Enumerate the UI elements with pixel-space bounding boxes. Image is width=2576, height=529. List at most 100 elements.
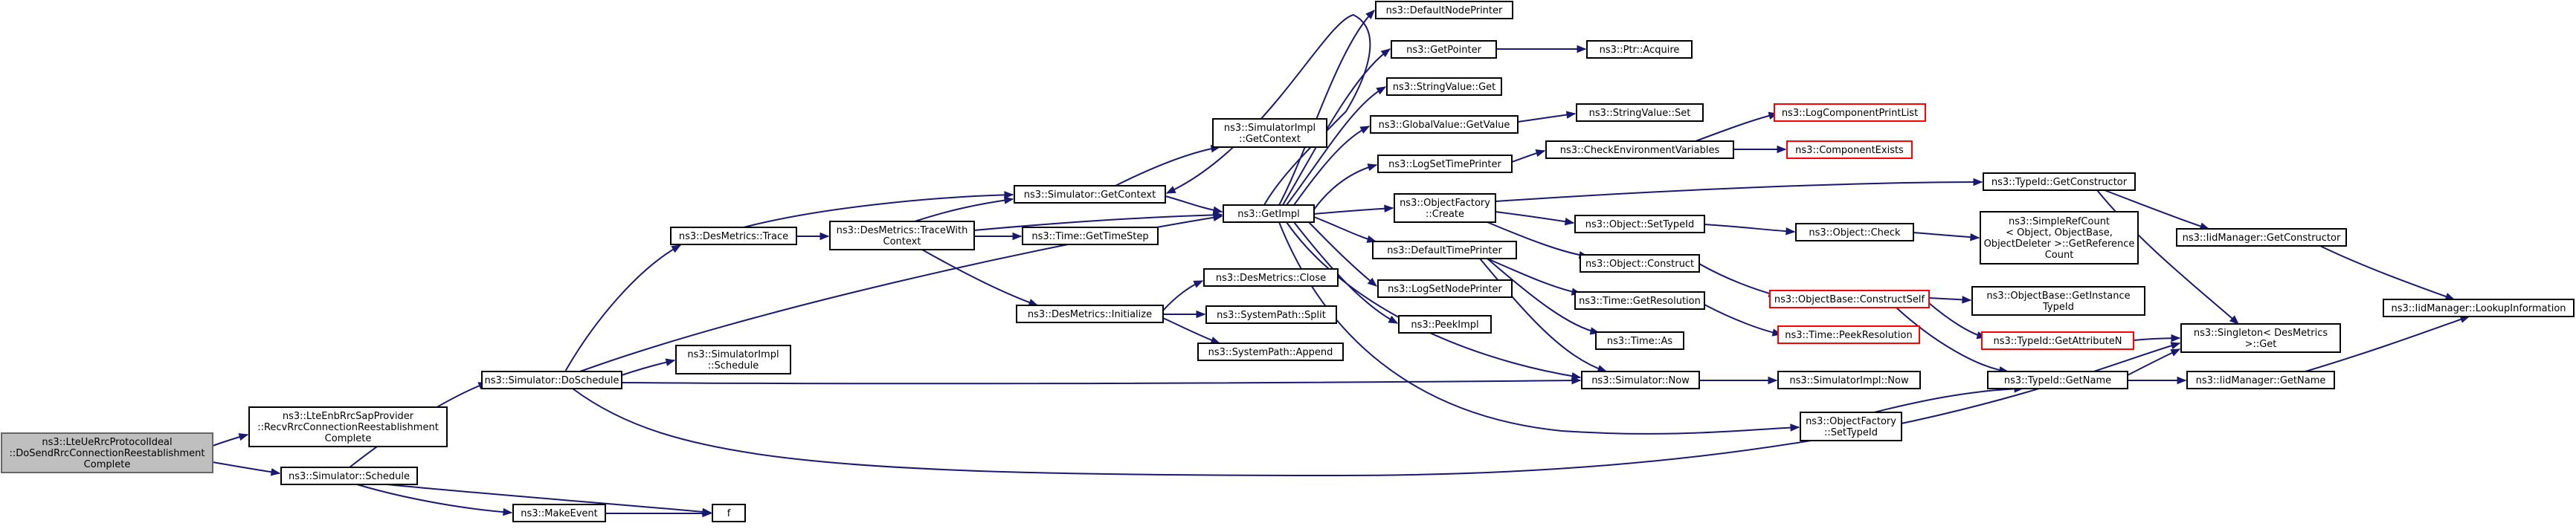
node-log-component-printlist[interactable]: ns3::LogComponentPrintList xyxy=(1774,103,1926,122)
edge-line xyxy=(1704,224,1795,233)
edge-sim_doschedule-to-simimpl_schedule xyxy=(621,358,676,376)
node-label: ns3::Simulator::Now xyxy=(1591,375,1690,386)
node-stringvalue-set[interactable]: ns3::StringValue::Set xyxy=(1576,103,1704,122)
node-objfactory-settypeid[interactable]: ns3::ObjectFactory::SetTypeId xyxy=(1800,412,1902,441)
edge-arrowhead xyxy=(1212,206,1223,214)
node-simimpl-schedule[interactable]: ns3::SimulatorImpl::Schedule xyxy=(675,345,791,374)
node-time-gettimestep[interactable]: ns3::Time::GetTimeStep xyxy=(1022,227,1159,245)
node-default-node-printer[interactable]: ns3::DefaultNodePrinter xyxy=(1375,1,1513,19)
node-syspath-split[interactable]: ns3::SystemPath::Split xyxy=(1205,305,1337,324)
node-time-getresolution[interactable]: ns3::Time::GetResolution xyxy=(1574,291,1705,310)
edge-getimpl-to-sim_getcontext xyxy=(1165,13,1371,206)
edge-line xyxy=(1695,113,1778,142)
node-objectbase-constructself[interactable]: ns3::ObjectBase::ConstructSelf xyxy=(1769,290,1930,308)
edge-line xyxy=(2319,245,2455,300)
node-typeid-getattributen[interactable]: ns3::TypeId::GetAttributeN xyxy=(1981,331,2134,350)
node-peekimpl[interactable]: ns3::PeekImpl xyxy=(1398,315,1492,334)
node-simplerefcount[interactable]: ns3::SimpleRefCount< Object, ObjectBase,… xyxy=(1980,211,2139,264)
node-stringvalue-get[interactable]: ns3::StringValue::Get xyxy=(1386,77,1502,96)
node-sim-now[interactable]: ns3::Simulator::Now xyxy=(1581,371,1700,389)
node-box xyxy=(1987,371,2128,389)
node-globalvalue-getvalue[interactable]: ns3::GlobalValue::GetValue xyxy=(1370,115,1519,134)
node-box xyxy=(1212,118,1327,148)
node-des-trace[interactable]: ns3::DesMetrics::Trace xyxy=(670,227,797,245)
edge-getimpl-to-default_time_printer xyxy=(1313,216,1377,243)
node-iidmanager-getname[interactable]: ns3::IidManager::GetName xyxy=(2186,371,2335,389)
edge-line xyxy=(921,249,1038,306)
node-check-env[interactable]: ns3::CheckEnvironmentVariables xyxy=(1545,140,1734,159)
node-default-time-printer[interactable]: ns3::DefaultTimePrinter xyxy=(1372,241,1517,259)
node-box xyxy=(829,221,975,250)
node-recv-rrc[interactable]: ns3::LteEnbRrcSapProvider::RecvRrcConnec… xyxy=(248,406,448,447)
edge-des_tracewith-to-sim_getcontext xyxy=(914,196,1014,222)
edge-getimpl-to-stringvalue_get xyxy=(1286,86,1387,206)
edge-line xyxy=(1896,307,2009,372)
edge-getimpl-to-log_settimeprinter xyxy=(1313,163,1378,210)
edge-getimpl-to-objfactory_create xyxy=(1313,204,1394,215)
node-objfactory-create[interactable]: ns3::ObjectFactory::Create xyxy=(1394,193,1496,223)
edge-arrowhead xyxy=(1577,45,1587,53)
edge-line xyxy=(1165,195,1223,212)
edge-line xyxy=(1873,388,2023,413)
node-object-check[interactable]: ns3::Object::Check xyxy=(1795,223,1914,241)
edge-line xyxy=(1166,13,1371,206)
node-label: ns3::Singleton< DesMetrics xyxy=(2194,328,2328,339)
node-label: ns3::ObjectBase::GetInstance xyxy=(1986,291,2130,302)
node-iidmanager-getconstructor[interactable]: ns3::IidManager::GetConstructor xyxy=(2176,228,2347,247)
node-singleton-get[interactable]: ns3::Singleton< DesMetrics >::Get xyxy=(2180,323,2341,353)
node-label: ns3::LteUeRrcProtocolIdeal xyxy=(42,437,172,448)
node-label: ns3::Object::Construct xyxy=(1585,259,1694,270)
node-typeid-getname[interactable]: ns3::TypeId::GetName xyxy=(1987,371,2128,389)
node-iidmanager-lookupinfo[interactable]: ns3::IidManager::LookupInformation xyxy=(2383,299,2575,317)
edge-sim_getcontext-to-simimpl_getcontext xyxy=(1115,144,1221,186)
node-time-peekresolution[interactable]: ns3::Time::PeekResolution xyxy=(1777,325,1920,344)
node-sim-doschedule[interactable]: ns3::Simulator::DoSchedule xyxy=(481,371,622,389)
node-label: ns3::Time::GetTimeStep xyxy=(1031,231,1148,242)
edge-arrowhead xyxy=(1962,296,1972,304)
node-box xyxy=(1223,204,1315,223)
node-lte-send[interactable]: ns3::LteUeRrcProtocolIdeal::DoSendRrcCon… xyxy=(1,432,213,473)
node-simimpl-getcontext[interactable]: ns3::SimulatorImpl::GetContext xyxy=(1212,118,1327,148)
node-getimpl[interactable]: ns3::GetImpl xyxy=(1223,204,1315,223)
node-box xyxy=(1777,371,1921,389)
node-sim-schedule[interactable]: ns3::Simulator::Schedule xyxy=(280,467,418,485)
node-des-close[interactable]: ns3::DesMetrics::Close xyxy=(1203,268,1339,287)
node-syspath-append[interactable]: ns3::SystemPath::Append xyxy=(1197,343,1344,361)
node-box xyxy=(2180,323,2341,353)
node-label: ns3::Time::GetResolution xyxy=(1579,296,1701,307)
node-log-setnodeprinter[interactable]: ns3::LogSetNodePrinter xyxy=(1377,279,1513,298)
node-f[interactable]: f xyxy=(712,504,746,522)
edge-arrowhead xyxy=(665,358,676,366)
edge-arrowhead xyxy=(1367,277,1378,287)
node-getpointer[interactable]: ns3::GetPointer xyxy=(1391,40,1497,59)
edge-line xyxy=(1704,304,1782,335)
node-label: ns3::StringValue::Set xyxy=(1589,108,1691,119)
node-object-construct[interactable]: ns3::Object::Construct xyxy=(1580,254,1700,273)
node-simimpl-now[interactable]: ns3::SimulatorImpl::Now xyxy=(1777,371,1921,389)
node-box xyxy=(1386,77,1502,96)
node-box xyxy=(1197,343,1344,361)
node-log-settimeprinter[interactable]: ns3::LogSetTimePrinter xyxy=(1377,155,1513,173)
node-des-init[interactable]: ns3::DesMetrics::Initialize xyxy=(1016,305,1164,323)
edge-arrowhead xyxy=(238,433,249,441)
node-box xyxy=(1394,193,1496,223)
edge-des_tracewith-to-des_init xyxy=(921,249,1039,307)
node-ptr-acquire[interactable]: ns3::Ptr::Acquire xyxy=(1586,40,1693,59)
node-object-settypeid[interactable]: ns3::Object::SetTypeId xyxy=(1574,215,1705,233)
node-typeid-getconstructor[interactable]: ns3::TypeId::GetConstructor xyxy=(1983,172,2136,191)
node-box xyxy=(1769,290,1930,308)
node-box xyxy=(481,371,622,389)
node-box xyxy=(1595,331,1684,350)
node-time-as[interactable]: ns3::Time::As xyxy=(1595,331,1684,350)
node-box xyxy=(1574,215,1705,233)
node-sim-getcontext[interactable]: ns3::Simulator::GetContext xyxy=(1014,185,1166,204)
node-component-exists[interactable]: ns3::ComponentExists xyxy=(1786,140,1913,159)
edge-arrowhead xyxy=(1196,310,1206,319)
node-box xyxy=(1372,241,1517,259)
edge-des_init-to-des_close xyxy=(1162,280,1204,311)
node-make-event[interactable]: ns3::MakeEvent xyxy=(512,504,606,522)
node-box xyxy=(675,345,791,374)
